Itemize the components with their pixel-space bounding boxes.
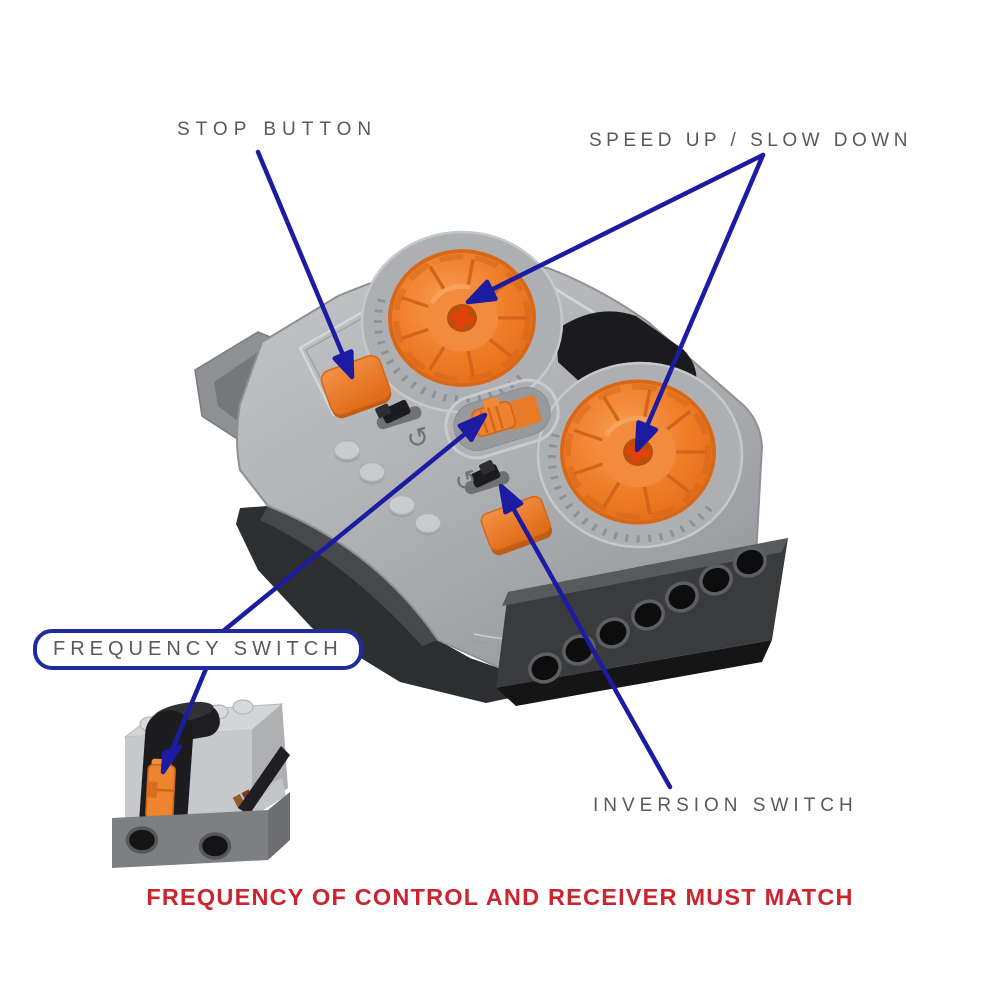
- studs: [333, 439, 442, 536]
- receiver-frequency-switch: [145, 758, 176, 821]
- label-stop-button: STOP BUTTON: [177, 119, 378, 140]
- tick-scale-top: [374, 298, 530, 403]
- inversion-toggle-upper: [375, 399, 422, 430]
- stop-button: [320, 354, 392, 419]
- arrow-speed-dial-top: [465, 152, 766, 305]
- footer-warning-text: FREQUENCY OF CONTROL AND RECEIVER MUST M…: [146, 884, 854, 910]
- label-frequency-switch: FREQUENCY SWITCH: [53, 638, 343, 660]
- frequency-switch-label-box: FREQUENCY SWITCH: [33, 629, 363, 670]
- arrow-stop-button: [255, 149, 355, 380]
- speed-dial-top: [388, 249, 536, 387]
- arrow-frequency-to-receiver: [160, 661, 211, 775]
- beam-holes: [528, 546, 767, 684]
- frequency-switch: [444, 378, 560, 460]
- receiver-antenna: [238, 746, 290, 815]
- label-speed-up-slow-down: SPEED UP / SLOW DOWN: [589, 130, 912, 151]
- axle-socket-icon: [449, 306, 475, 330]
- technic-beam: [496, 538, 788, 706]
- arrow-speed-dial-right: [634, 152, 766, 453]
- arrow-frequency-to-remote: [219, 412, 488, 635]
- direction-button: [480, 495, 553, 556]
- annotation-arrows: [160, 149, 766, 790]
- inversion-toggle-lower: [464, 460, 510, 495]
- label-inversion-switch: INVERSION SWITCH: [593, 795, 858, 816]
- receiver-base-side: [268, 792, 290, 860]
- receiver-base-holes: [125, 826, 232, 860]
- ir-receiver: [112, 699, 290, 868]
- receiver-base-front: [112, 810, 268, 868]
- arrow-inversion-switch: [498, 483, 673, 790]
- tick-scale-right: [547, 433, 713, 543]
